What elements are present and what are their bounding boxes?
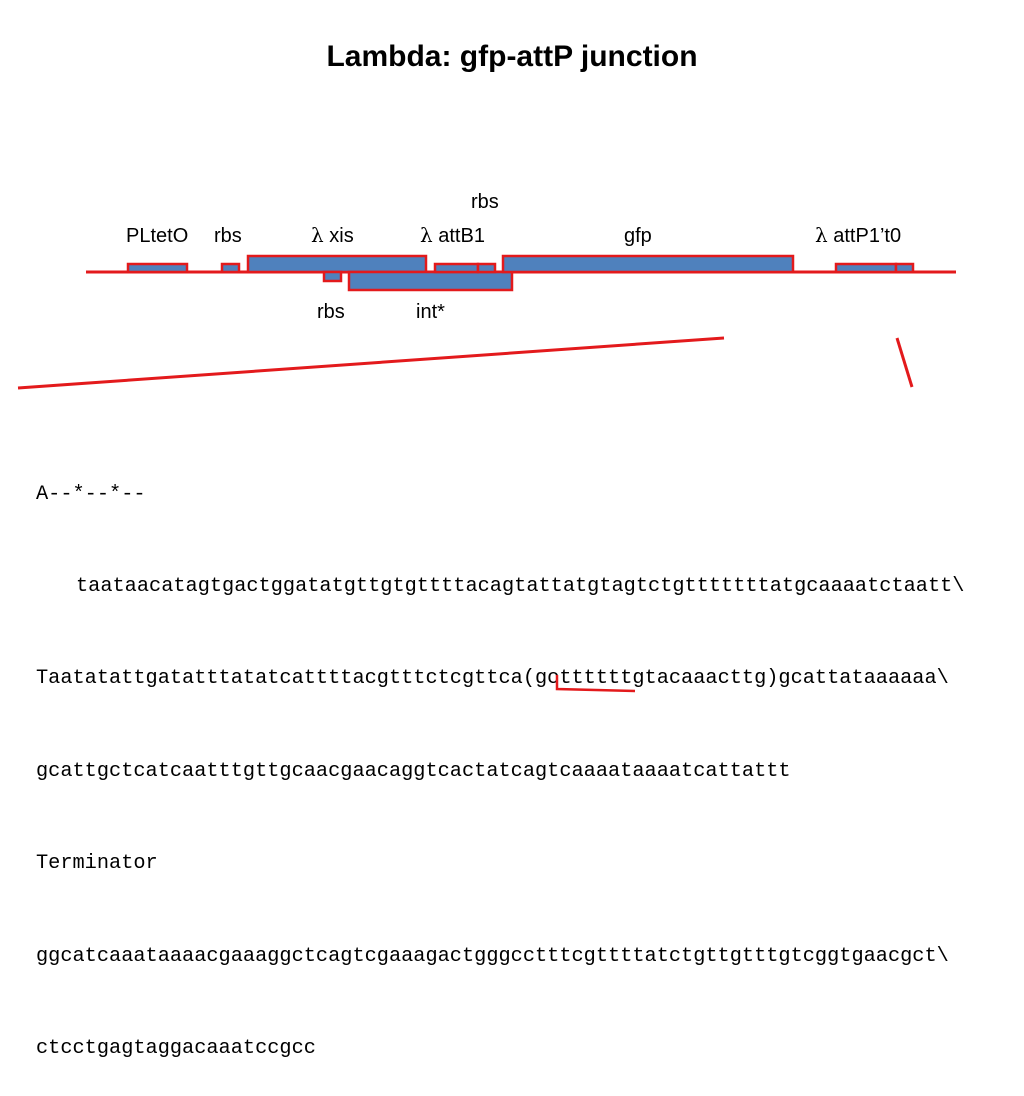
page-title: Lambda: gfp-attP junction	[326, 40, 698, 73]
t0-box	[894, 262, 915, 274]
sequence-line-3a: Taatatattgatatttatatcattttacgtttctcgttca…	[36, 667, 560, 691]
gfp-box	[501, 254, 795, 274]
xis-box	[246, 254, 428, 274]
attb1-label: λ attB1	[420, 223, 485, 247]
xis-label: λ xis	[311, 223, 354, 247]
sequence-block: A--*--*-- taataacatagtgactggatatgttgtgtt…	[36, 418, 964, 1096]
rbs1-label: rbs	[214, 225, 242, 247]
pltet-label: PLtetO	[126, 225, 188, 247]
int-label: int*	[416, 301, 445, 323]
rbs-top-label: rbs	[471, 191, 499, 213]
rbs-below-box	[322, 270, 343, 283]
attb1-text: attB1	[433, 225, 485, 247]
rbs1-box	[220, 262, 241, 274]
sequence-line-6: ggcatcaaataaaacgaaaggctcagtcgaaagactgggc…	[36, 944, 949, 968]
rbs-top-box	[476, 262, 497, 274]
gfp-label: gfp	[624, 225, 652, 247]
int-box	[347, 270, 514, 292]
attp-box	[834, 262, 898, 274]
lambda-symbol: λ	[815, 223, 828, 247]
sequence-line-3b: tttttt	[559, 667, 633, 691]
zoom-line-right	[895, 337, 914, 388]
sequence-line-3c: gtacaaacttg)gcattataaaaaa\	[632, 667, 949, 691]
sequence-line-5: Terminator	[36, 852, 158, 876]
sequence-line-2: taataacatagtgactggatatgttgtgttttacagtatt…	[76, 574, 965, 598]
core-overlap-mark: tttttt	[556, 667, 636, 693]
sequence-line-3: Taatatattgatatttatatcattttacgtttctcgttca…	[36, 664, 964, 695]
rbs-below-label: rbs	[317, 301, 345, 323]
pltet-box	[126, 262, 189, 274]
sequence-line-4: gcattgctcatcaatttgttgcaacgaacaggtcactatc…	[36, 759, 791, 783]
attb1-box	[433, 262, 480, 274]
lambda-symbol: λ	[420, 223, 433, 247]
gene-map-diagram: PLtetO rbs λ xis λ attB1 rbs gfp λ attP1…	[17, 191, 956, 390]
attp-text: attP1’t0	[828, 225, 901, 247]
sequence-line-1: A--*--*--	[36, 482, 146, 506]
xis-text: xis	[324, 225, 354, 247]
attp-label: λ attP1’t0	[815, 223, 901, 247]
core-underline	[556, 675, 636, 693]
lambda-symbol: λ	[311, 223, 324, 247]
zoom-line-left	[17, 336, 725, 390]
sequence-line-7: ctcctgagtaggacaaatccgcc	[36, 1036, 316, 1060]
